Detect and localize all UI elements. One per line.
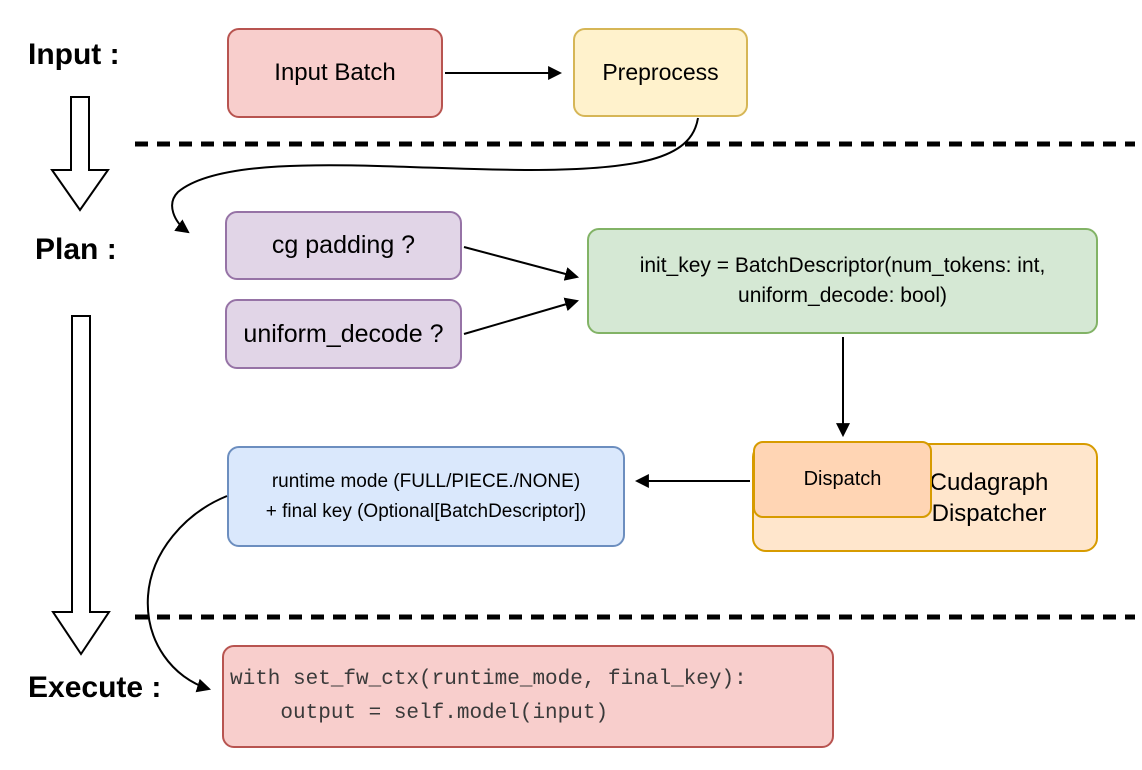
- execute-code-line1: with set_fw_ctx(runtime_mode, final_key)…: [230, 667, 747, 691]
- runtime-mode-node: runtime mode (FULL/PIECE./NONE) + final …: [227, 446, 625, 547]
- stage-label-plan: Plan :: [35, 233, 117, 266]
- arrow-uniform-decode-to-init-key: [463, 297, 580, 335]
- preprocess-node: Preprocess: [573, 28, 748, 117]
- cg-padding-node: cg padding ?: [225, 211, 462, 280]
- stage-label-input: Input :: [28, 38, 120, 71]
- init-key-node: init_key = BatchDescriptor(num_tokens: i…: [587, 228, 1098, 334]
- init-key-line1: init_key = BatchDescriptor(num_tokens: i…: [639, 254, 1046, 277]
- runtime-mode-line2: + final key (Optional[BatchDescriptor]): [265, 500, 587, 522]
- arrow-cg-padding-to-init-key: [463, 246, 580, 281]
- dispatch-node: Dispatch: [753, 441, 932, 518]
- stage-label-execute: Execute :: [28, 671, 162, 704]
- cudagraph-dispatcher-line2: Dispatcher: [931, 499, 1047, 527]
- execute-code-line2: output = self.model(input): [230, 701, 609, 725]
- runtime-mode-line1: runtime mode (FULL/PIECE./NONE): [271, 470, 581, 492]
- stage-arrow-input-icon: [50, 96, 110, 212]
- init-key-line2: uniform_decode: bool): [738, 284, 947, 307]
- preprocess-label: Preprocess: [602, 59, 719, 85]
- input-batch-node: Input Batch: [227, 28, 443, 118]
- uniform-decode-node: uniform_decode ?: [225, 299, 462, 369]
- execute-code-node: with set_fw_ctx(runtime_mode, final_key)…: [222, 645, 834, 748]
- arrow-runtime-mode-to-code: [146, 495, 228, 693]
- stage-arrow-plan-execute-icon: [51, 315, 111, 656]
- cg-padding-label: cg padding ?: [271, 231, 416, 259]
- input-batch-label: Input Batch: [274, 59, 396, 86]
- cudagraph-dispatcher-line1: Cudagraph: [929, 468, 1049, 496]
- dispatch-label: Dispatch: [803, 468, 882, 490]
- uniform-decode-label: uniform_decode ?: [243, 319, 444, 348]
